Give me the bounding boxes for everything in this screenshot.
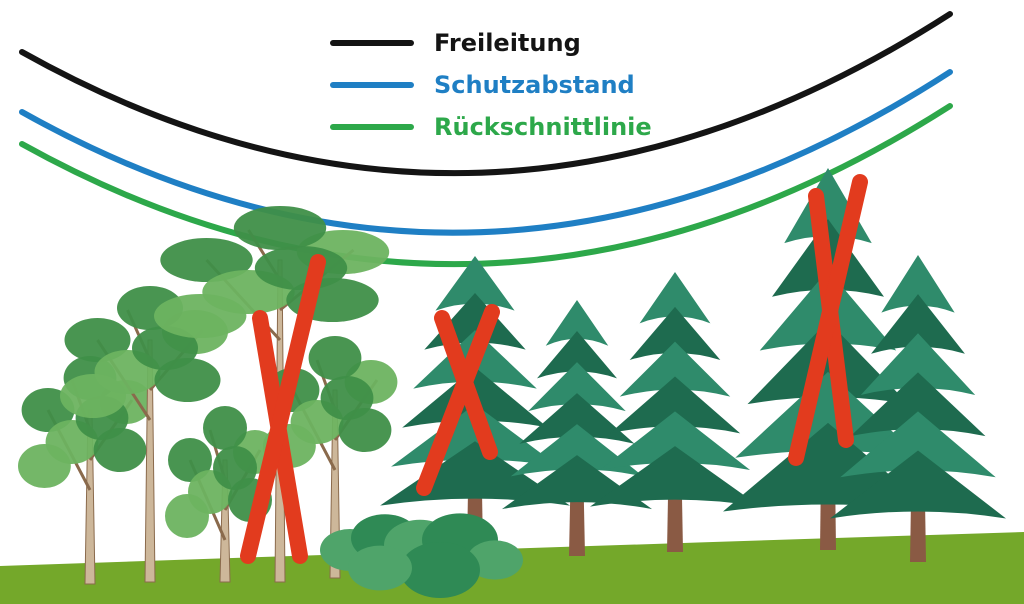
legend: Freileitung Schutzabstand Rückschnittlin… <box>330 22 652 148</box>
legend-swatch-power-line <box>330 40 414 46</box>
legend-item-power-line: Freileitung <box>330 22 652 64</box>
conifer-tree <box>830 255 1006 562</box>
pruning-line <box>19 103 953 268</box>
removal-cross <box>788 174 868 466</box>
legend-label-pruning-line: Rückschnittlinie <box>434 113 652 141</box>
bush-leaf <box>467 540 523 580</box>
conifer-tree <box>590 272 760 552</box>
bush <box>320 513 523 598</box>
legend-label-safety-clearance: Schutzabstand <box>434 71 635 99</box>
power-line-cable <box>19 11 953 177</box>
bush-leaf <box>348 545 412 591</box>
legend-swatch-pruning-line <box>330 124 414 130</box>
legend-label-power-line: Freileitung <box>434 29 581 57</box>
legend-swatch-safety-clearance <box>330 82 414 88</box>
removal-cross <box>416 304 500 496</box>
legend-item-safety-clearance: Schutzabstand <box>330 64 652 106</box>
bush-leaf <box>400 542 480 598</box>
legend-item-pruning-line: Rückschnittlinie <box>330 106 652 148</box>
removal-marks-group <box>240 174 868 564</box>
safety-clearance-line <box>19 69 953 236</box>
removal-cross <box>240 254 326 564</box>
